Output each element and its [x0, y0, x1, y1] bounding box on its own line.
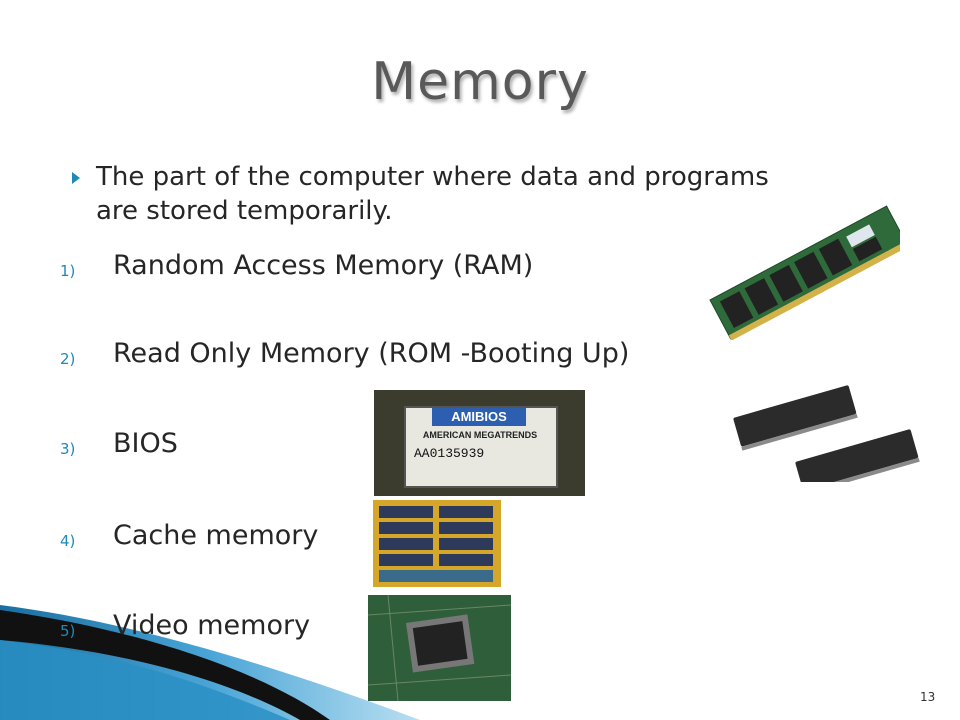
page-number: 13: [920, 690, 936, 704]
list-item-text: BIOS: [113, 428, 178, 459]
bios-label-maker: AMERICAN MEGATRENDS: [422, 430, 538, 440]
list-number: 5): [60, 622, 76, 640]
slide-title: Memory: [371, 52, 589, 112]
bios-label-brand: AMIBIOS: [432, 408, 526, 426]
list-item-text: Video memory: [113, 610, 311, 641]
list-number: 1): [60, 262, 76, 280]
bios-chip-image: AMIBIOS AMERICAN MEGATRENDS AA0135939: [374, 390, 585, 496]
bullet-point: The part of the computer where data and …: [72, 160, 772, 228]
bullet-text: The part of the computer where data and …: [96, 162, 769, 226]
ram-module-image: [700, 180, 900, 340]
cache-memory-image: [373, 500, 501, 587]
list-number: 3): [60, 440, 76, 458]
list-item-text: Read Only Memory (ROM -Booting Up): [113, 338, 630, 369]
list-item-text: Cache memory: [113, 520, 319, 551]
list-number: 2): [60, 350, 76, 368]
list-number: 4): [60, 532, 76, 550]
list-item-text: Random Access Memory (RAM): [113, 250, 534, 281]
rom-chips-image: [725, 372, 925, 482]
bullet-arrow-icon: [72, 172, 80, 184]
video-memory-image: [368, 595, 511, 701]
bios-label-serial: AA0135939: [414, 446, 485, 461]
